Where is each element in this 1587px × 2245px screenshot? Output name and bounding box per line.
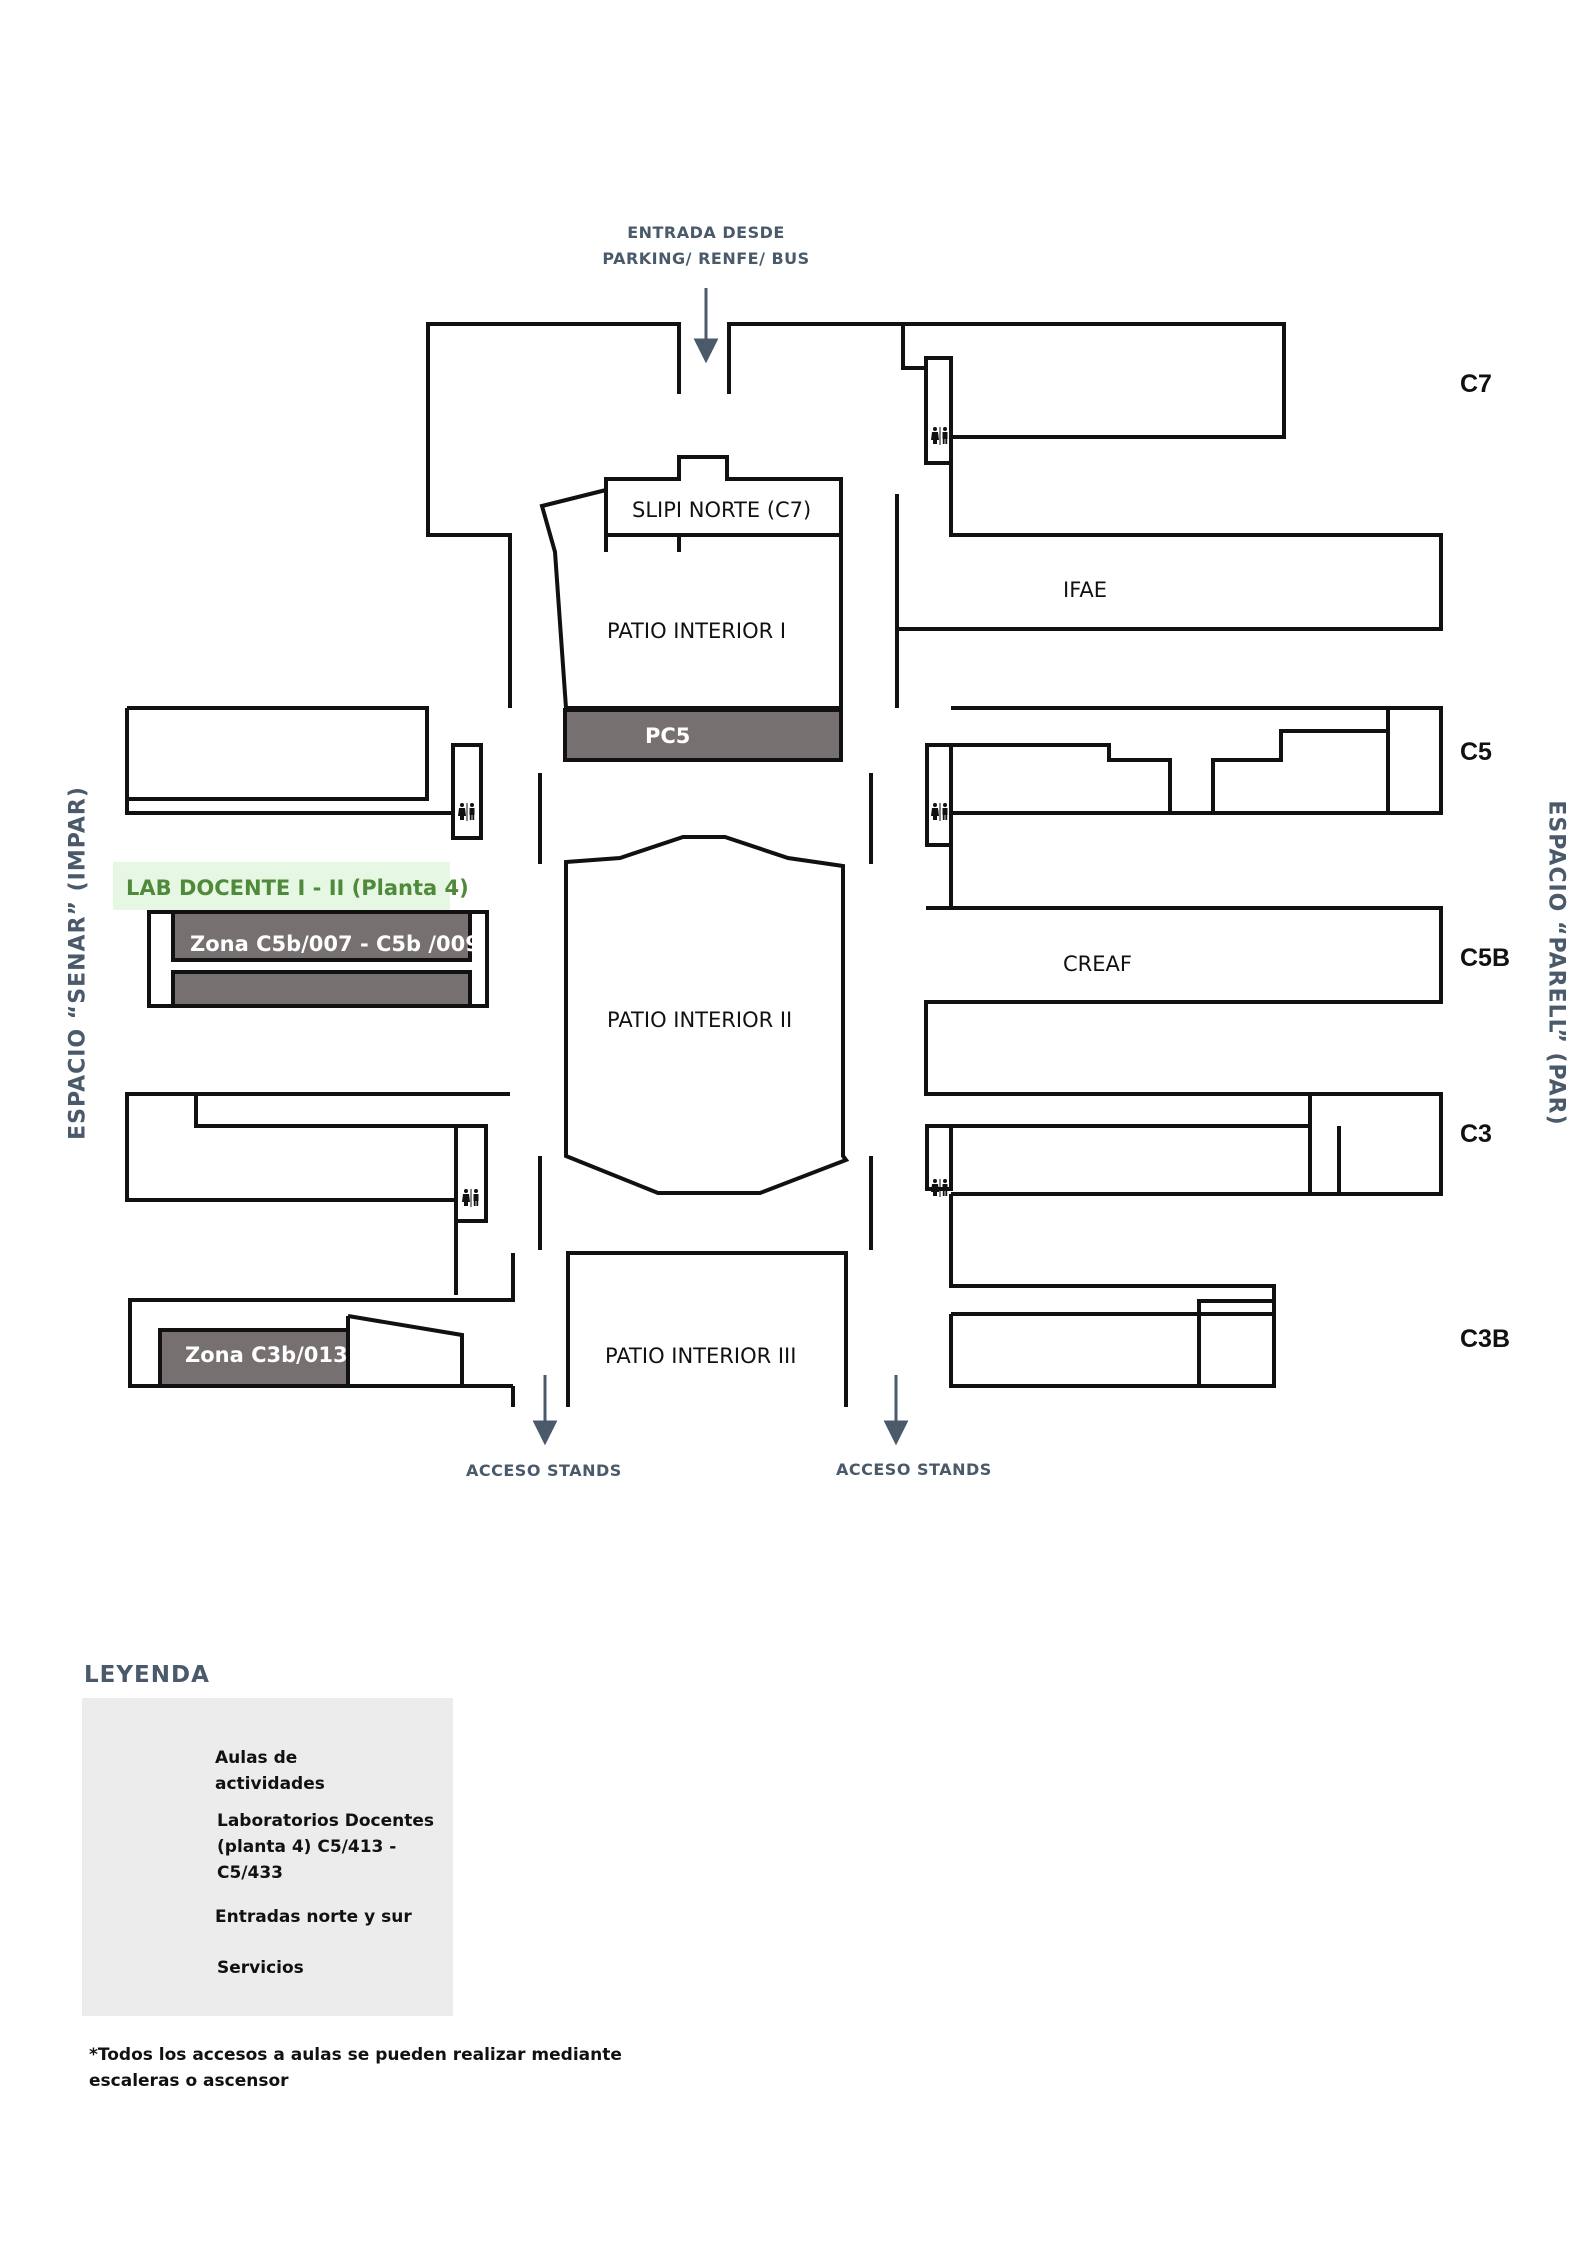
side-label-right: ESPACIO “PARELL” (PAR) [1543,800,1569,1126]
wall-c5-west [125,706,429,801]
restroom-icon [462,1189,479,1207]
legend-panel [82,1698,453,2016]
restroom-icon [458,803,475,821]
south-left-entrance-label: ACCESO STANDS [466,1461,622,1480]
wall-patio2 [564,835,850,1195]
label-creaf: CREAF [1063,952,1132,976]
label-ifae: IFAE [1063,578,1107,602]
wall-slipi [539,455,843,710]
label-patio-interior-3: PATIO INTERIOR III [605,1344,797,1368]
wall-c5-east [951,706,1443,815]
legend-label-servicios: Servicios [217,1958,304,1978]
lab-highlight [113,862,450,910]
wall-patio3 [566,1251,848,1407]
wall-c7-west [426,322,681,708]
wall-c3-east [951,1092,1443,1196]
wc-block-c7 [924,356,953,465]
legend-label-aulas: Aulas de actividades [215,1748,325,1794]
label-patio-interior-2: PATIO INTERIOR II [607,1008,793,1032]
wc-block-c5-east [925,743,953,847]
block-label-c5: C5 [1460,738,1492,766]
wall-creaf [924,906,1443,1096]
restroom-icon [931,803,948,821]
label-patio-interior-1: PATIO INTERIOR I [607,619,787,643]
room-zona-c3b [158,1328,350,1388]
north-entrance-label: ENTRADA DESDE PARKING/ RENFE/ BUS [602,223,810,268]
wall-c3-west [125,1092,510,1202]
access-footnote: *Todos los accesos a aulas se pueden rea… [89,2045,622,2091]
wall-c3b-east [949,1312,1276,1388]
block-label-c3b: C3B [1460,1325,1511,1353]
legend-label-entradas: Entradas norte y sur [215,1907,412,1927]
south-right-entrance-label: ACCESO STANDS [836,1460,992,1479]
wc-block-c5-west [451,743,483,840]
legend-title: LEYENDA [84,1662,210,1688]
label-zona-c5b: Zona C5b/007 - C5b /009 [190,932,480,956]
label-zona-c3b: Zona C3b/013 [185,1343,348,1367]
room-pc5 [563,708,843,762]
room-zona-c5b-bottom [171,970,472,1008]
block-label-c3: C3 [1460,1120,1492,1148]
wc-block-c3-east [925,1124,953,1191]
block-label-c5b: C5B [1460,944,1511,972]
wc-block-c3-west [454,1124,488,1223]
restroom-icon [931,427,948,445]
block-label-c7: C7 [1460,370,1492,398]
side-label-left: ESPACIO “SENAR” (IMPAR) [65,786,91,1140]
label-slipi-norte: SLIPI NORTE (C7) [632,498,812,522]
legend-label-laboratorios: Laboratorios Docentes (planta 4) C5/413 … [217,1811,435,1883]
label-lab-docente: LAB DOCENTE I - II (Planta 4) [126,876,469,900]
room-zona-c5b-top [171,910,472,962]
label-pc5: PC5 [645,724,691,748]
